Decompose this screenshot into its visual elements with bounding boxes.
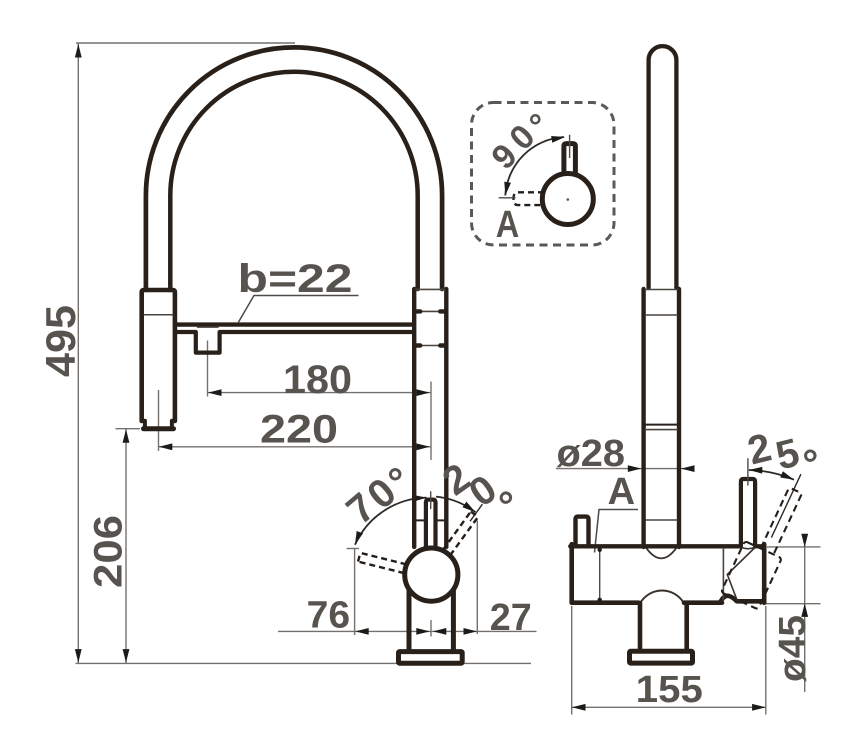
svg-text:A: A <box>608 471 636 513</box>
svg-text:27: 27 <box>490 597 532 639</box>
svg-text:155: 155 <box>636 669 703 711</box>
svg-text:495: 495 <box>37 305 84 377</box>
svg-text:A: A <box>496 204 520 246</box>
svg-text:ø45: ø45 <box>772 615 814 682</box>
svg-text:220: 220 <box>260 407 338 451</box>
svg-text:ø28: ø28 <box>557 433 626 475</box>
svg-text:180: 180 <box>283 358 352 402</box>
svg-text:206: 206 <box>87 515 131 588</box>
svg-text:b=22: b=22 <box>238 257 353 301</box>
svg-text:76: 76 <box>307 594 351 636</box>
